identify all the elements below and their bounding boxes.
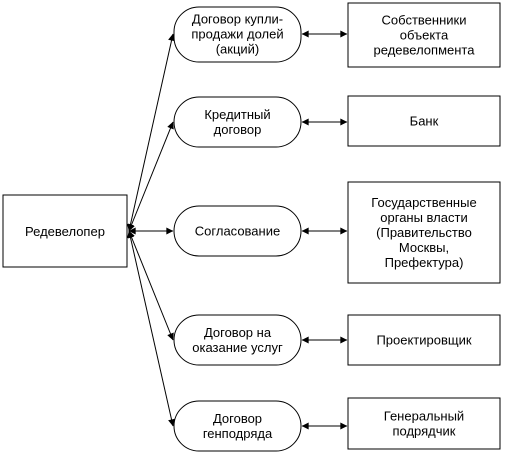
contract-pill <box>173 314 302 366</box>
party-box <box>347 95 501 147</box>
party-label-line: Москвы, <box>399 240 449 255</box>
contract-label-line: генподряда <box>203 426 273 441</box>
party-node: Банк <box>347 95 501 147</box>
party-label-line: редевелопмента <box>374 43 476 58</box>
contract-node: Согласование <box>173 205 302 257</box>
contract-label-line: Договор на <box>204 325 272 340</box>
contract-pill <box>173 205 302 257</box>
party-label-line: Банк <box>410 114 439 129</box>
contract-nodes: Договор купли-продажи долей(акций) Кредит… <box>173 6 302 452</box>
party-box <box>347 181 501 284</box>
party-box <box>347 397 501 450</box>
party-label-line: объекта <box>400 28 449 43</box>
source-to-contract-arrow <box>128 121 174 232</box>
source-node: Редевелопер <box>2 194 128 268</box>
contract-label-line: Согласование <box>195 224 280 239</box>
contract-label-line: оказание услуг <box>192 340 283 355</box>
contract-pill <box>173 400 302 452</box>
contract-label-line: Кредитный <box>204 107 270 122</box>
source-to-contract-arrow <box>127 230 175 427</box>
party-label-line: Собственники <box>382 13 467 28</box>
contract-pill <box>173 96 302 148</box>
party-box <box>347 314 501 366</box>
contract-label-line: договор <box>214 122 262 137</box>
party-label-line: Генеральный <box>384 409 464 424</box>
contract-node: Договор купли-продажи долей(акций) <box>173 6 302 63</box>
contract-pill <box>173 6 302 63</box>
contract-label-line: Договор купли- <box>192 12 283 27</box>
source-label: Редевелопер <box>25 224 105 239</box>
party-label-line: Государственные <box>371 195 476 210</box>
party-label-line: Префектура) <box>385 255 464 270</box>
source-box <box>2 194 128 268</box>
party-label-line: подрядчик <box>392 424 455 439</box>
party-label-line: органы власти <box>380 210 467 225</box>
contract-label-line: продажи долей <box>191 27 283 42</box>
source-to-contract-arrow <box>127 33 175 232</box>
connectors <box>127 30 348 430</box>
party-node: Проектировщик <box>347 314 501 366</box>
contract-label-line: Договор <box>213 411 262 426</box>
contract-label-line: (акций) <box>216 42 260 57</box>
party-box <box>347 2 501 68</box>
party-label-line: Проектировщик <box>376 333 471 348</box>
party-label-line: (Правительство <box>376 225 472 240</box>
source-to-contract-arrow <box>128 230 174 341</box>
party-nodes: СобственникиобъектаредевелопментаБанкГос… <box>347 2 501 450</box>
